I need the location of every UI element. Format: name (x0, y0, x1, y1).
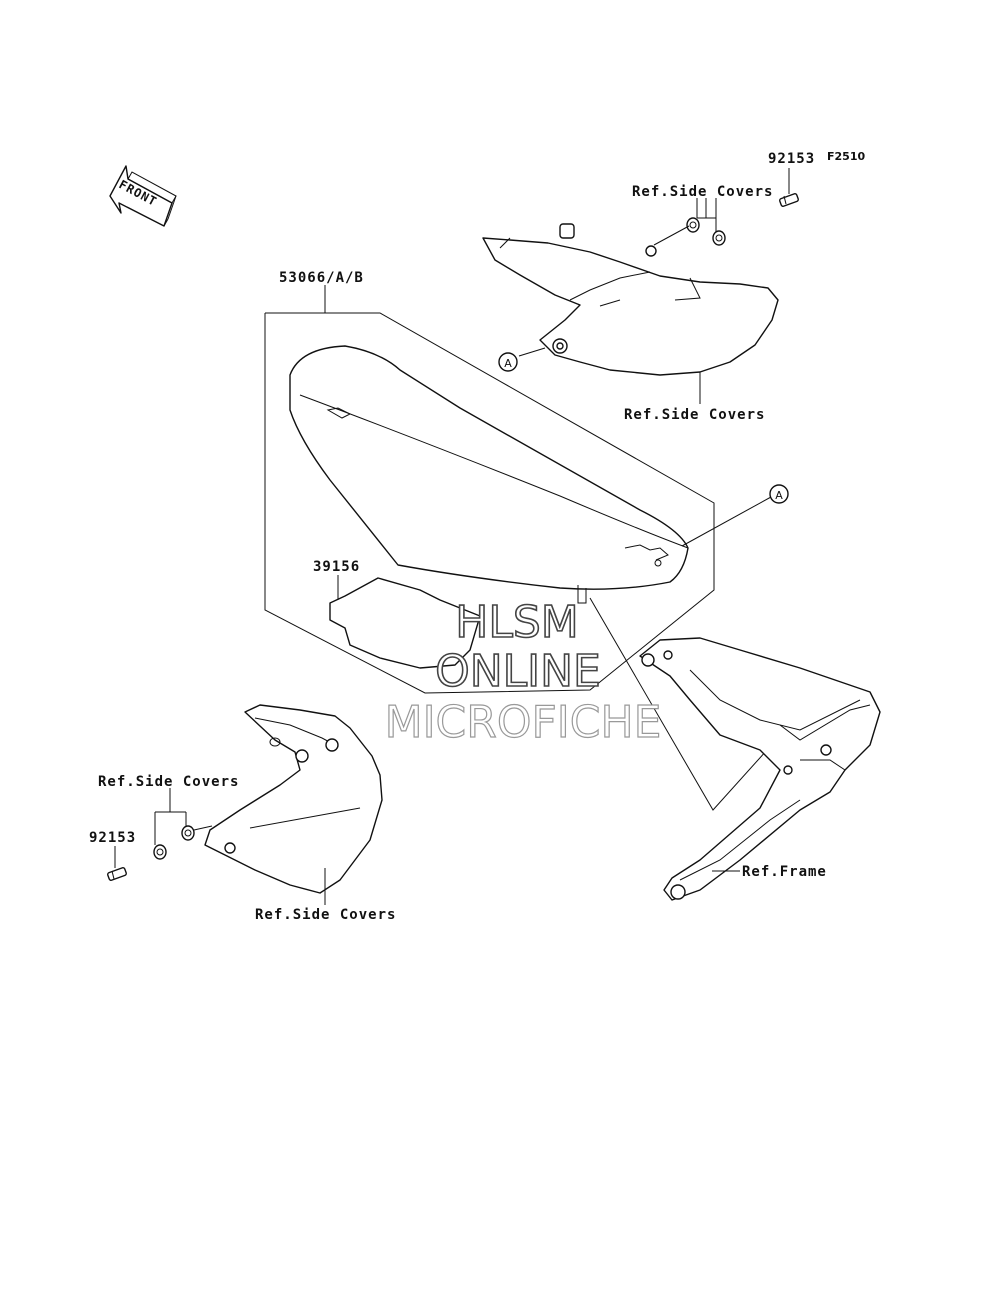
callout-a-right-label: A (775, 489, 783, 502)
ref-frame: Ref.Frame (742, 864, 827, 880)
watermark-line2: ONLINE (435, 646, 601, 697)
top-bushing-pair (686, 217, 726, 246)
part-number-92153-left: 92153 (89, 830, 136, 846)
left-bushing-pair (153, 825, 195, 860)
ref-side-covers-top-bushings: Ref.Side Covers (632, 184, 773, 200)
watermark-line3: MICROFICHE (385, 697, 662, 748)
seat-group-bracket (264, 312, 715, 694)
ref-side-covers-left-panel: Ref.Side Covers (255, 907, 396, 923)
figure-code: F2510 (827, 150, 865, 163)
top-side-cover (482, 223, 779, 376)
seat (289, 345, 689, 604)
rear-frame (639, 637, 881, 901)
part-number-53066: 53066/A/B (279, 270, 364, 286)
part-number-39156: 39156 (313, 559, 360, 575)
bolt-92153-left (107, 867, 127, 881)
ref-side-covers-left-bushings: Ref.Side Covers (98, 774, 239, 790)
frame-leader (589, 597, 777, 811)
watermark-line1: HLSM (455, 597, 579, 648)
watermark: HLSM ONLINE MICROFICHE (384, 596, 662, 748)
callout-a-top-label: A (504, 357, 512, 370)
front-arrow: FRONT (109, 165, 177, 227)
ref-side-covers-top-panel: Ref.Side Covers (624, 407, 765, 423)
callout-a-right: A (681, 484, 789, 547)
seat-pad (329, 577, 481, 669)
callout-a-top: A (498, 352, 518, 372)
left-side-cover (204, 704, 383, 894)
bolt-92153-right (779, 193, 799, 207)
part-number-92153-right: 92153 (768, 151, 815, 167)
